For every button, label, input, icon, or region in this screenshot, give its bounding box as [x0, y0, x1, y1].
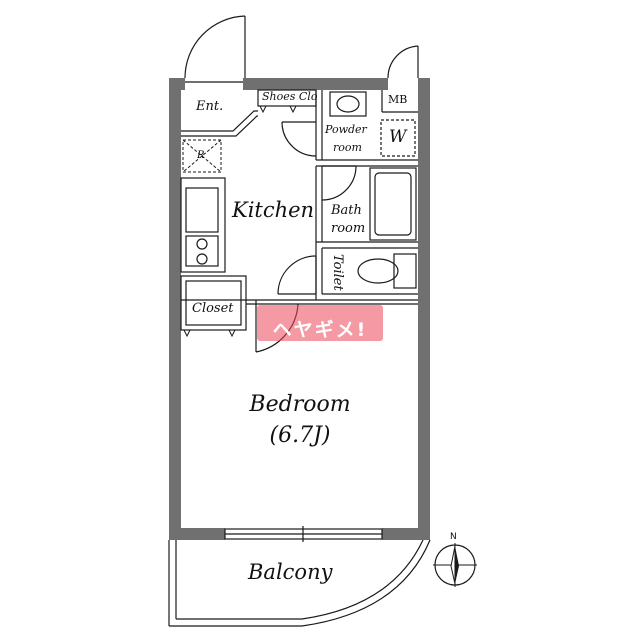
interior-walls	[180, 89, 418, 331]
entrance-label: Ent.	[196, 99, 224, 114]
washer-label: W	[389, 127, 407, 147]
balcony-outline	[168, 539, 431, 627]
compass	[433, 543, 477, 587]
balcony-window	[224, 526, 383, 542]
bathroom-label-2: room	[331, 221, 366, 236]
toilet-label: Toilet	[330, 254, 345, 291]
bedroom-size-label: (6.7J)	[269, 423, 331, 448]
powder-room-label-1: Powder	[325, 123, 367, 136]
balcony-label: Balcony	[248, 560, 333, 584]
bathroom-label-1: Bath	[331, 203, 362, 218]
mb-label: MB	[388, 93, 408, 106]
bathtub	[369, 167, 417, 241]
refrigerator-space	[182, 139, 222, 173]
bath-door	[321, 165, 357, 201]
shelf-marks	[183, 105, 297, 338]
mb-door	[387, 45, 419, 79]
compass-north-label: N	[450, 532, 457, 542]
closet-label: Closet	[192, 301, 234, 316]
powder-door	[281, 121, 317, 157]
entrance-door	[184, 15, 246, 83]
watermark-logo: ヘヤギメ!	[257, 305, 383, 341]
powder-room-label-2: room	[333, 141, 362, 154]
shoes-closet-label: Shoes Clo	[262, 90, 318, 103]
bedroom-label: Bedroom	[249, 392, 351, 417]
kitchen-counter	[180, 177, 226, 273]
watermark-main-text: ヘヤギメ!	[272, 319, 368, 341]
toilet-fixture	[357, 253, 417, 289]
kitchen-label: Kitchen	[232, 198, 315, 222]
washer-space	[380, 119, 416, 157]
exterior-walls	[169, 78, 430, 540]
toilet-door	[277, 255, 317, 295]
refrigerator-label: R	[197, 150, 205, 161]
powder-sink	[329, 91, 367, 117]
